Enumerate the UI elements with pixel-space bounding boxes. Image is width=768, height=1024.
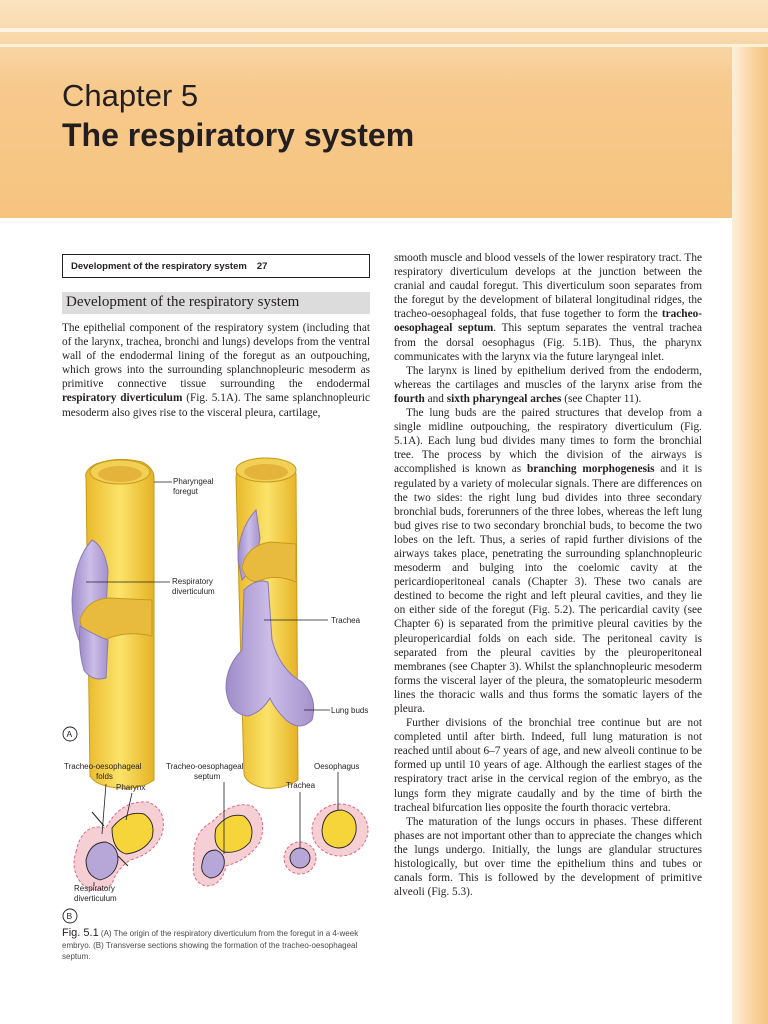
figure-caption: Fig. 5.1 (A) The origin of the respirato… — [62, 927, 374, 963]
paragraph: The larynx is lined by epithelium derive… — [394, 364, 702, 405]
label-trachea: Trachea — [331, 616, 361, 625]
chapter-header-band — [0, 0, 768, 218]
paragraph: The lung buds are the paired structures … — [394, 407, 702, 715]
figure-caption-text: (A) The origin of the respiratory divert… — [62, 929, 359, 961]
foregut-diagram-early — [71, 458, 155, 789]
label-respiratory-diverticulum-line2: diverticulum — [172, 587, 215, 596]
paragraph: The maturation of the lungs occurs in ph… — [394, 815, 702, 899]
figure-respiratory-diverticulum: Pharyngeal foregut Respiratory diverticu… — [62, 457, 369, 924]
label-tracheo-oesophageal-folds-line2: folds — [96, 772, 113, 781]
right-column-text: smooth muscle and blood vessels of the l… — [394, 251, 702, 899]
panel-label-b: B — [67, 911, 73, 921]
label-tracheo-oesophageal-septum: Tracheo-oesophageal — [166, 762, 244, 771]
label-respiratory-diverticulum: Respiratory — [172, 577, 213, 586]
label-pharynx: Pharynx — [116, 783, 145, 792]
chapter-label: Chapter 5 — [62, 78, 199, 113]
label-lung-buds: Lung buds — [331, 706, 368, 715]
section-heading: Development of the respiratory system — [62, 292, 370, 314]
section-2 — [192, 782, 264, 887]
label-respiratory-diverticulum-b-line2: diverticulum — [74, 894, 117, 903]
label-pharyngeal-foregut: Pharyngeal — [173, 477, 214, 486]
paragraph: The epithelial component of the respirat… — [62, 322, 370, 419]
chapter-contents-box: Development of the respiratory system 27 — [62, 254, 370, 278]
panel-label-a: A — [67, 729, 73, 739]
header-rule-bottom — [0, 44, 768, 47]
label-respiratory-diverticulum-b: Respiratory — [74, 884, 115, 893]
label-trachea-section: Trachea — [286, 781, 316, 790]
left-column-text: The epithelial component of the respirat… — [62, 321, 370, 420]
paragraph: smooth muscle and blood vessels of the l… — [394, 252, 703, 363]
figure-caption-label: Fig. 5.1 — [62, 927, 99, 939]
label-pharyngeal-foregut-line2: foregut — [173, 487, 199, 496]
foregut-diagram-lung-buds — [225, 457, 315, 789]
section-1 — [73, 783, 164, 891]
toc-page-number: 27 — [256, 261, 268, 272]
paragraph: Further divisions of the bronchial tree … — [394, 717, 702, 814]
chapter-title: The respiratory system — [62, 117, 415, 153]
label-tracheo-oesophageal-folds: Tracheo-oesophageal — [64, 762, 142, 771]
header-rule-top — [0, 28, 768, 32]
page-edge-stripe — [732, 47, 768, 1024]
label-tracheo-oesophageal-septum-line2: septum — [194, 772, 221, 781]
section-3 — [283, 772, 369, 875]
label-oesophagus: Oesophagus — [314, 762, 359, 771]
toc-entry: Development of the respiratory system — [71, 261, 247, 272]
